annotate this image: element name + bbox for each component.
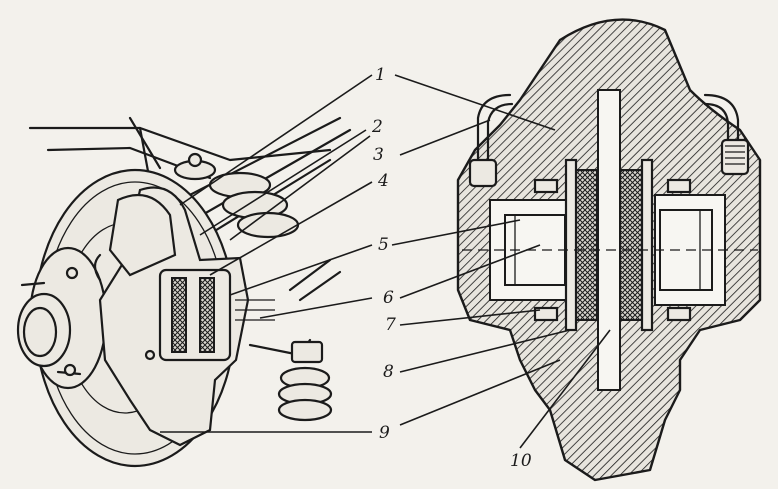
callout-4: 4 — [377, 171, 389, 191]
callout-9: 9 — [379, 423, 390, 443]
disc-section — [597, 89, 621, 391]
callout-5: 5 — [378, 235, 389, 255]
coil-spring — [173, 152, 300, 239]
brake-assembly-view — [16, 116, 352, 468]
callout-10: 10 — [510, 451, 532, 471]
inner-brake-pad — [574, 169, 598, 321]
callout-1: 1 — [375, 65, 386, 85]
callout-2: 2 — [371, 117, 383, 137]
outer-brake-pad — [619, 169, 643, 321]
piston-seal-upper — [533, 178, 559, 194]
callout-labels: 1 2 3 4 5 6 7 8 9 10 — [371, 65, 532, 471]
piston-seal-lower — [533, 306, 559, 322]
callout-8: 8 — [383, 362, 394, 382]
callout-6: 6 — [383, 288, 394, 308]
ball-joint — [248, 258, 342, 422]
caliper-body — [93, 186, 275, 447]
leader-lines — [160, 74, 611, 449]
callout-3: 3 — [373, 145, 384, 165]
callout-7: 7 — [385, 315, 396, 335]
wheel-hub — [16, 246, 108, 390]
fluid-transfer-tube — [468, 93, 750, 188]
caliper-cross-section — [456, 18, 762, 482]
